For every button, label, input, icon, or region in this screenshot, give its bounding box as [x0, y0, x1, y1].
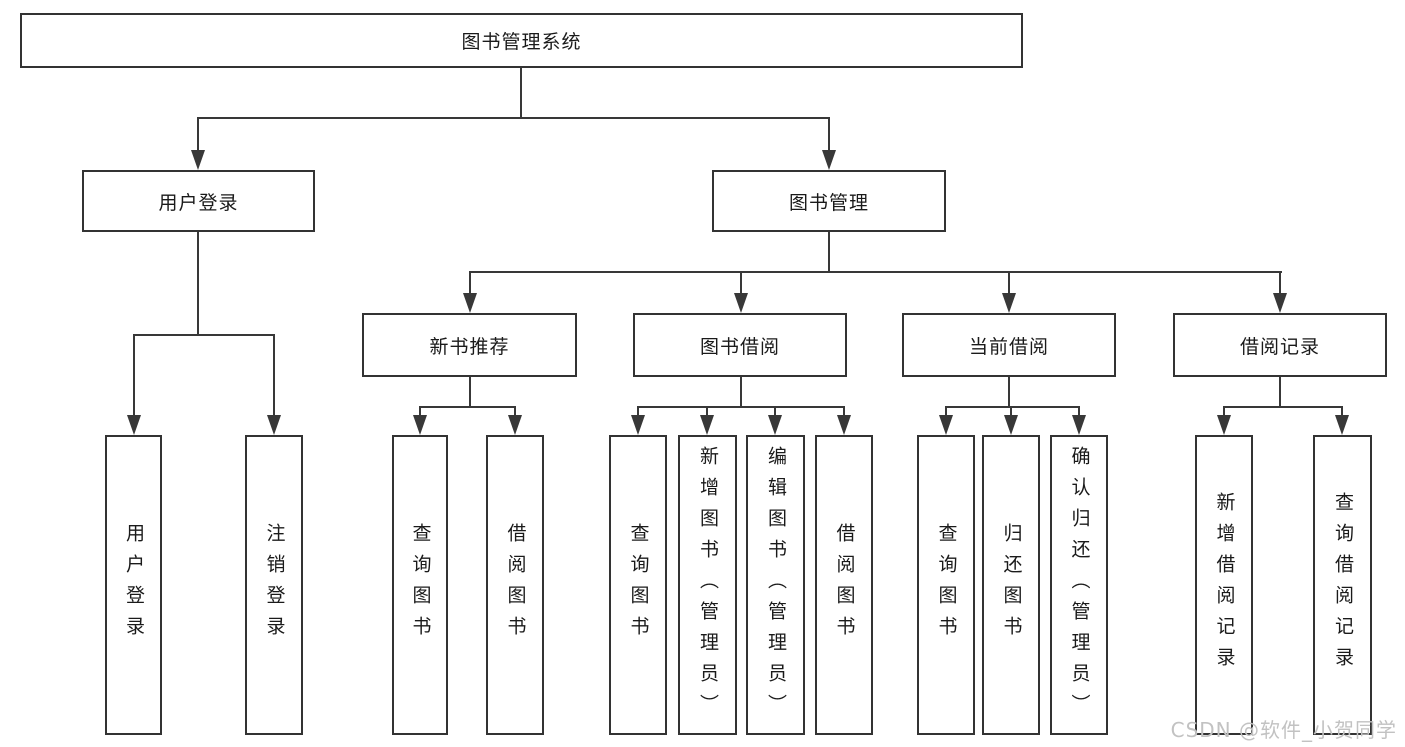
arrow-down-icon [768, 415, 782, 435]
connector-line [419, 406, 516, 408]
node-edit-book-admin: 编辑图书（管理员） [746, 435, 805, 735]
connector-line [1341, 406, 1343, 417]
node-query-borrow-record: 查询借阅记录 [1313, 435, 1372, 735]
node-label: 图书管理系统 [461, 31, 582, 53]
connector-line [945, 406, 947, 417]
node-book-management-module: 图书管理 [712, 170, 946, 232]
connector-line [469, 271, 471, 295]
node-label: 查询图书 [627, 523, 650, 647]
arrow-down-icon [1273, 293, 1287, 313]
node-book-borrowing: 图书借阅 [633, 313, 847, 377]
arrow-down-icon [463, 293, 477, 313]
connector-line [520, 68, 522, 118]
connector-line [197, 117, 830, 119]
node-label: 新增图书（管理员） [697, 445, 719, 725]
node-user-login-module: 用户登录 [82, 170, 315, 232]
connector-line [1010, 406, 1012, 417]
node-label: 新增借阅记录 [1213, 492, 1236, 678]
arrow-down-icon [1072, 415, 1086, 435]
node-label: 查询图书 [935, 523, 958, 647]
node-add-book-admin: 新增图书（管理员） [678, 435, 737, 735]
arrow-down-icon [127, 415, 141, 435]
node-new-book-recommendation: 新书推荐 [362, 313, 577, 377]
csdn-watermark: CSDN @软件_小贺同学 [1170, 718, 1397, 742]
connector-line [469, 377, 471, 408]
connector-line [1008, 271, 1010, 295]
node-label: 借阅图书 [504, 523, 527, 647]
node-label: 借阅记录 [1239, 335, 1320, 358]
node-label: 图书管理 [788, 191, 869, 214]
connector-line [1223, 406, 1343, 408]
arrow-down-icon [508, 415, 522, 435]
node-label: 借阅图书 [833, 523, 856, 647]
arrow-down-icon [631, 415, 645, 435]
node-label: 当前借阅 [968, 335, 1049, 358]
connector-line [637, 406, 639, 417]
connector-line [843, 406, 845, 417]
node-add-borrow-record: 新增借阅记录 [1195, 435, 1253, 735]
node-label: 查询图书 [409, 523, 432, 647]
connector-line [1223, 406, 1225, 417]
node-label: 查询借阅记录 [1332, 492, 1354, 678]
node-user-login: 用户登录 [105, 435, 162, 735]
node-label: 归还图书 [1000, 523, 1023, 647]
arrow-down-icon [1335, 415, 1349, 435]
connector-line [419, 406, 421, 417]
arrow-down-icon [837, 415, 851, 435]
connector-line [133, 334, 135, 416]
node-label: 图书借阅 [699, 335, 780, 358]
connector-line [514, 406, 516, 417]
arrow-down-icon [1002, 293, 1016, 313]
connector-line [197, 117, 199, 152]
connector-line [828, 232, 830, 273]
node-label: 用户登录 [158, 191, 239, 214]
node-confirm-return-admin: 确认归还（管理员） [1050, 435, 1108, 735]
connector-line [740, 377, 742, 408]
arrow-down-icon [413, 415, 427, 435]
node-label: 编辑图书（管理员） [765, 445, 787, 725]
connector-line [945, 406, 1080, 408]
connector-line [273, 334, 275, 416]
connector-line [1078, 406, 1080, 417]
node-logout: 注销登录 [245, 435, 303, 735]
node-query-books: 查询图书 [609, 435, 667, 735]
node-label: 用户登录 [123, 523, 145, 647]
arrow-down-icon [734, 293, 748, 313]
arrow-down-icon [700, 415, 714, 435]
node-borrowing-records: 借阅记录 [1173, 313, 1387, 377]
arrow-down-icon [191, 150, 205, 170]
arrow-down-icon [939, 415, 953, 435]
node-borrow-books: 借阅图书 [486, 435, 544, 735]
node-label: 注销登录 [263, 523, 286, 647]
connector-line [828, 117, 830, 152]
node-label: 新书推荐 [429, 335, 510, 358]
arrow-down-icon [1004, 415, 1018, 435]
connector-line [637, 406, 844, 408]
node-query-books: 查询图书 [392, 435, 448, 735]
connector-line [1279, 271, 1281, 295]
arrow-down-icon [1217, 415, 1231, 435]
arrow-down-icon [822, 150, 836, 170]
connector-line [1008, 377, 1010, 408]
connector-line [469, 271, 1282, 273]
node-borrow-books: 借阅图书 [815, 435, 873, 735]
node-current-borrowing: 当前借阅 [902, 313, 1116, 377]
arrow-down-icon [267, 415, 281, 435]
connector-line [706, 406, 708, 417]
node-label: 确认归还（管理员） [1068, 445, 1091, 725]
node-query-books: 查询图书 [917, 435, 975, 735]
node-return-books: 归还图书 [982, 435, 1040, 735]
connector-line [133, 334, 275, 336]
connector-line [197, 232, 199, 336]
connector-line [740, 271, 742, 295]
connector-line [1279, 377, 1281, 408]
node-library-management-system: 图书管理系统 [20, 13, 1023, 68]
connector-line [774, 406, 776, 417]
